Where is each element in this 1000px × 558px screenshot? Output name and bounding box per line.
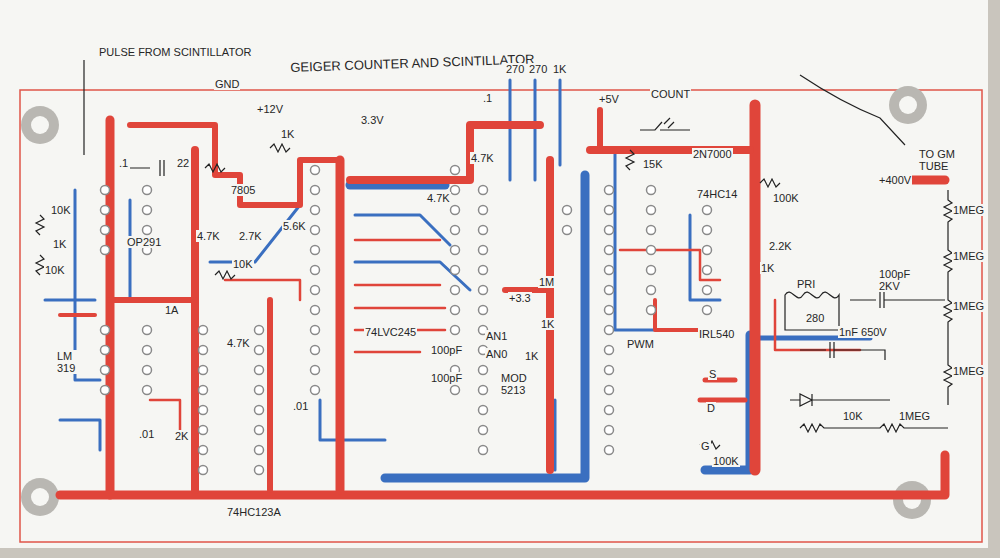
part-label: LM 319 [56, 350, 88, 374]
resistor-symbol [215, 144, 290, 279]
part-label: PWM [626, 338, 655, 350]
part-label: IRL540 [698, 328, 735, 340]
capacitor-symbol [800, 342, 885, 360]
part-label: 74LVC245 [364, 326, 417, 338]
blue-traces [45, 80, 870, 478]
part-label: COUNT [650, 88, 691, 100]
part-label: 1K [552, 63, 567, 75]
part-label: 4.7K [426, 192, 451, 204]
part-label: 1MEG [952, 365, 985, 377]
part-label: 1MEG [898, 410, 931, 422]
part-label: 2.2K [768, 240, 793, 252]
part-label: 74HC123A [226, 506, 282, 518]
part-label: 1A [164, 304, 179, 316]
part-label: 74HC14 [696, 188, 738, 200]
mounting-holes [21, 86, 931, 519]
part-label: 4.7K [470, 152, 495, 164]
part-label: 1MEG [952, 204, 985, 216]
part-label: 4.7K [196, 230, 221, 242]
part-label: 1nF 650V [838, 326, 888, 338]
part-label: AN0 [485, 348, 508, 360]
hand-drawn-parts [36, 60, 952, 449]
part-label: OP291 [126, 236, 162, 248]
part-label: 22 [176, 157, 190, 169]
part-label: 1MEG [952, 250, 985, 262]
part-label: S [708, 368, 717, 380]
part-label: 10K [232, 258, 254, 270]
part-label: 7805 [230, 184, 256, 196]
resistor-chain [944, 190, 952, 405]
part-label: 1M [538, 276, 555, 288]
resistor-symbol [36, 215, 44, 275]
part-label: PULSE FROM SCINTILLATOR [98, 46, 252, 58]
leader-line [83, 60, 84, 155]
part-label: TO GM TUBE [918, 148, 968, 172]
part-label: GND [214, 78, 240, 90]
resistor-symbol [626, 150, 634, 170]
part-label: 100pF [430, 344, 463, 356]
capacitor-symbol [850, 292, 945, 308]
part-label: 1K [52, 238, 67, 250]
transformer-symbol [785, 292, 839, 330]
part-label: PRI [796, 278, 816, 290]
part-label: +400V [878, 174, 912, 186]
part-label: 100K [712, 455, 740, 467]
led-symbol [640, 118, 690, 130]
part-label: 10K [50, 204, 72, 216]
part-label: 10K [44, 264, 66, 276]
paper [0, 0, 988, 548]
resistor-symbol [800, 424, 948, 432]
part-label: 100K [772, 192, 800, 204]
part-label: 10K [842, 410, 864, 422]
part-label: G [700, 440, 711, 452]
part-label: MOD 5213 [500, 372, 542, 396]
part-label: 100pF [430, 372, 463, 384]
part-label: 2N7000 [692, 148, 733, 160]
board-outline [20, 90, 982, 542]
part-label: 1MEG [952, 300, 985, 312]
part-label: 15K [642, 158, 664, 170]
part-label: AN1 [485, 330, 508, 342]
title-text: GEIGER COUNTER AND SCINTILLATOR [288, 51, 537, 75]
part-label: .1 [482, 92, 493, 104]
part-label: 4.7K [226, 337, 251, 349]
part-label: 5.6K [282, 220, 307, 232]
diode-symbol [790, 394, 890, 406]
part-label: 280 [805, 312, 825, 324]
part-label: .01 [138, 428, 155, 440]
leader-line [800, 75, 905, 145]
part-label: 2K [174, 430, 189, 442]
part-label: 1K [280, 128, 295, 140]
red-traces [60, 105, 945, 495]
part-label: 270 [505, 63, 525, 75]
resistor-symbol [700, 179, 780, 449]
part-label: 270 [528, 63, 548, 75]
part-label: +5V [598, 93, 620, 105]
part-label: .1 [118, 157, 129, 169]
part-label: 100pF 2KV [878, 268, 920, 292]
part-label: 2.7K [238, 230, 263, 242]
part-label: 1K [540, 318, 555, 330]
part-label: 3.3V [360, 114, 385, 126]
part-label: +3.3 [508, 292, 532, 304]
part-label: +12V [256, 103, 284, 115]
part-label: D [706, 402, 716, 414]
part-label: 1K [524, 350, 539, 362]
part-label: 1K [760, 262, 775, 274]
part-label: .01 [292, 400, 309, 412]
ic-pad-columns [98, 160, 714, 480]
